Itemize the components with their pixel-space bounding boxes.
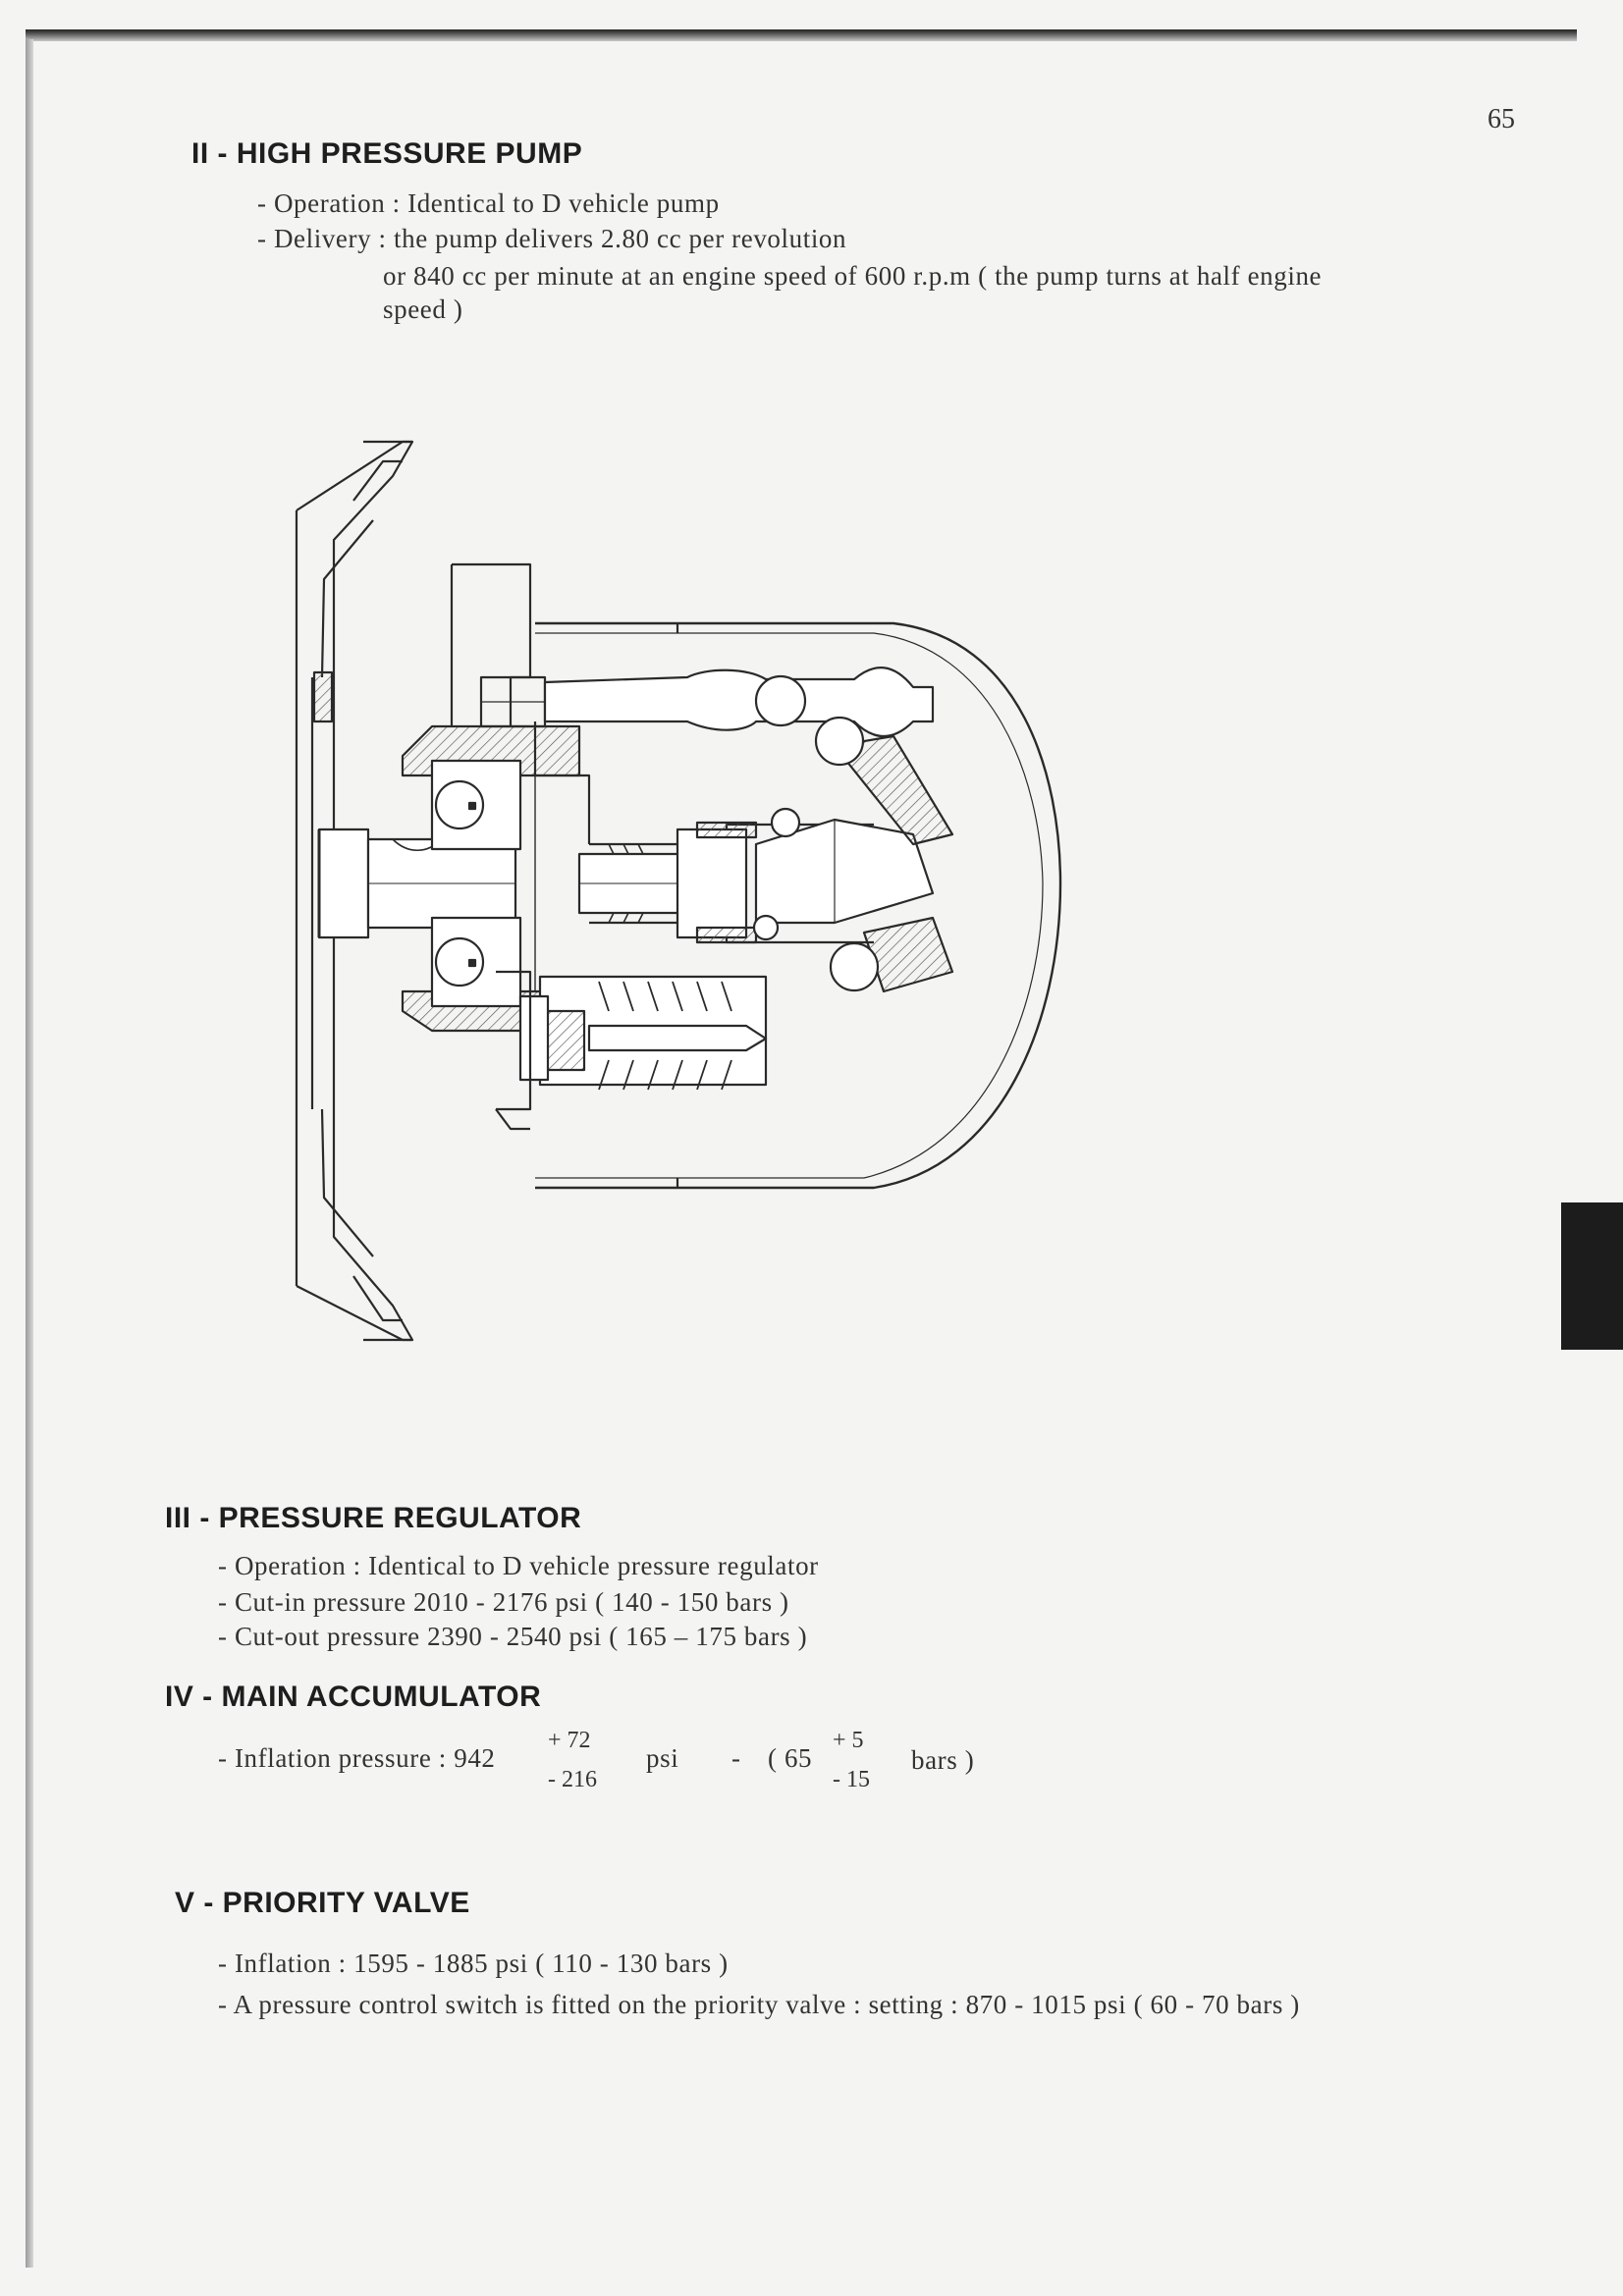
accumulator-psi-unit: psi bbox=[646, 1743, 679, 1773]
high-pressure-pump-diagram bbox=[295, 440, 1062, 1342]
scan-binding-mark bbox=[1561, 1202, 1623, 1350]
scan-top-edge bbox=[26, 29, 1577, 41]
scan-left-edge bbox=[26, 39, 33, 2268]
priority-switch-line: - A pressure control switch is fitted on… bbox=[218, 1990, 1300, 2019]
section-heading-high-pressure-pump: II - HIGH PRESSURE PUMP bbox=[191, 137, 583, 170]
regulator-cut-out-line: - Cut-out pressure 2390 - 2540 psi ( 165… bbox=[218, 1622, 808, 1651]
section-heading-pressure-regulator: III - PRESSURE REGULATOR bbox=[165, 1502, 582, 1534]
pump-delivery-continued-line: or 840 cc per minute at an engine speed … bbox=[383, 261, 1323, 291]
accumulator-bars-plus-tolerance: + 5 bbox=[833, 1728, 864, 1753]
pump-operation-line: - Operation : Identical to D vehicle pum… bbox=[257, 188, 720, 218]
accumulator-inflation-prefix: - Inflation pressure : 942 bbox=[218, 1743, 496, 1773]
section-heading-priority-valve: V - PRIORITY VALVE bbox=[175, 1887, 470, 1919]
accumulator-psi-minus-tolerance: - 216 bbox=[548, 1767, 597, 1792]
accumulator-bars-minus-tolerance: - 15 bbox=[833, 1767, 870, 1792]
accumulator-bars-open: ( 65 bbox=[768, 1743, 813, 1773]
pulley-outline bbox=[295, 440, 414, 1342]
pump-delivery-line: - Delivery : the pump delivers 2.80 cc p… bbox=[257, 224, 847, 253]
section-heading-main-accumulator: IV - MAIN ACCUMULATOR bbox=[165, 1681, 542, 1713]
accumulator-psi-plus-tolerance: + 72 bbox=[548, 1728, 591, 1753]
page-number: 65 bbox=[1488, 104, 1515, 134]
regulator-operation-line: - Operation : Identical to D vehicle pre… bbox=[218, 1551, 819, 1580]
regulator-cut-in-line: - Cut-in pressure 2010 - 2176 psi ( 140 … bbox=[218, 1587, 789, 1617]
pump-delivery-continued-line-2: speed ) bbox=[383, 294, 463, 324]
accumulator-separator: - bbox=[731, 1743, 741, 1773]
accumulator-bars-unit: bars ) bbox=[911, 1745, 975, 1775]
priority-inflation-line: - Inflation : 1595 - 1885 psi ( 110 - 13… bbox=[218, 1949, 729, 1978]
